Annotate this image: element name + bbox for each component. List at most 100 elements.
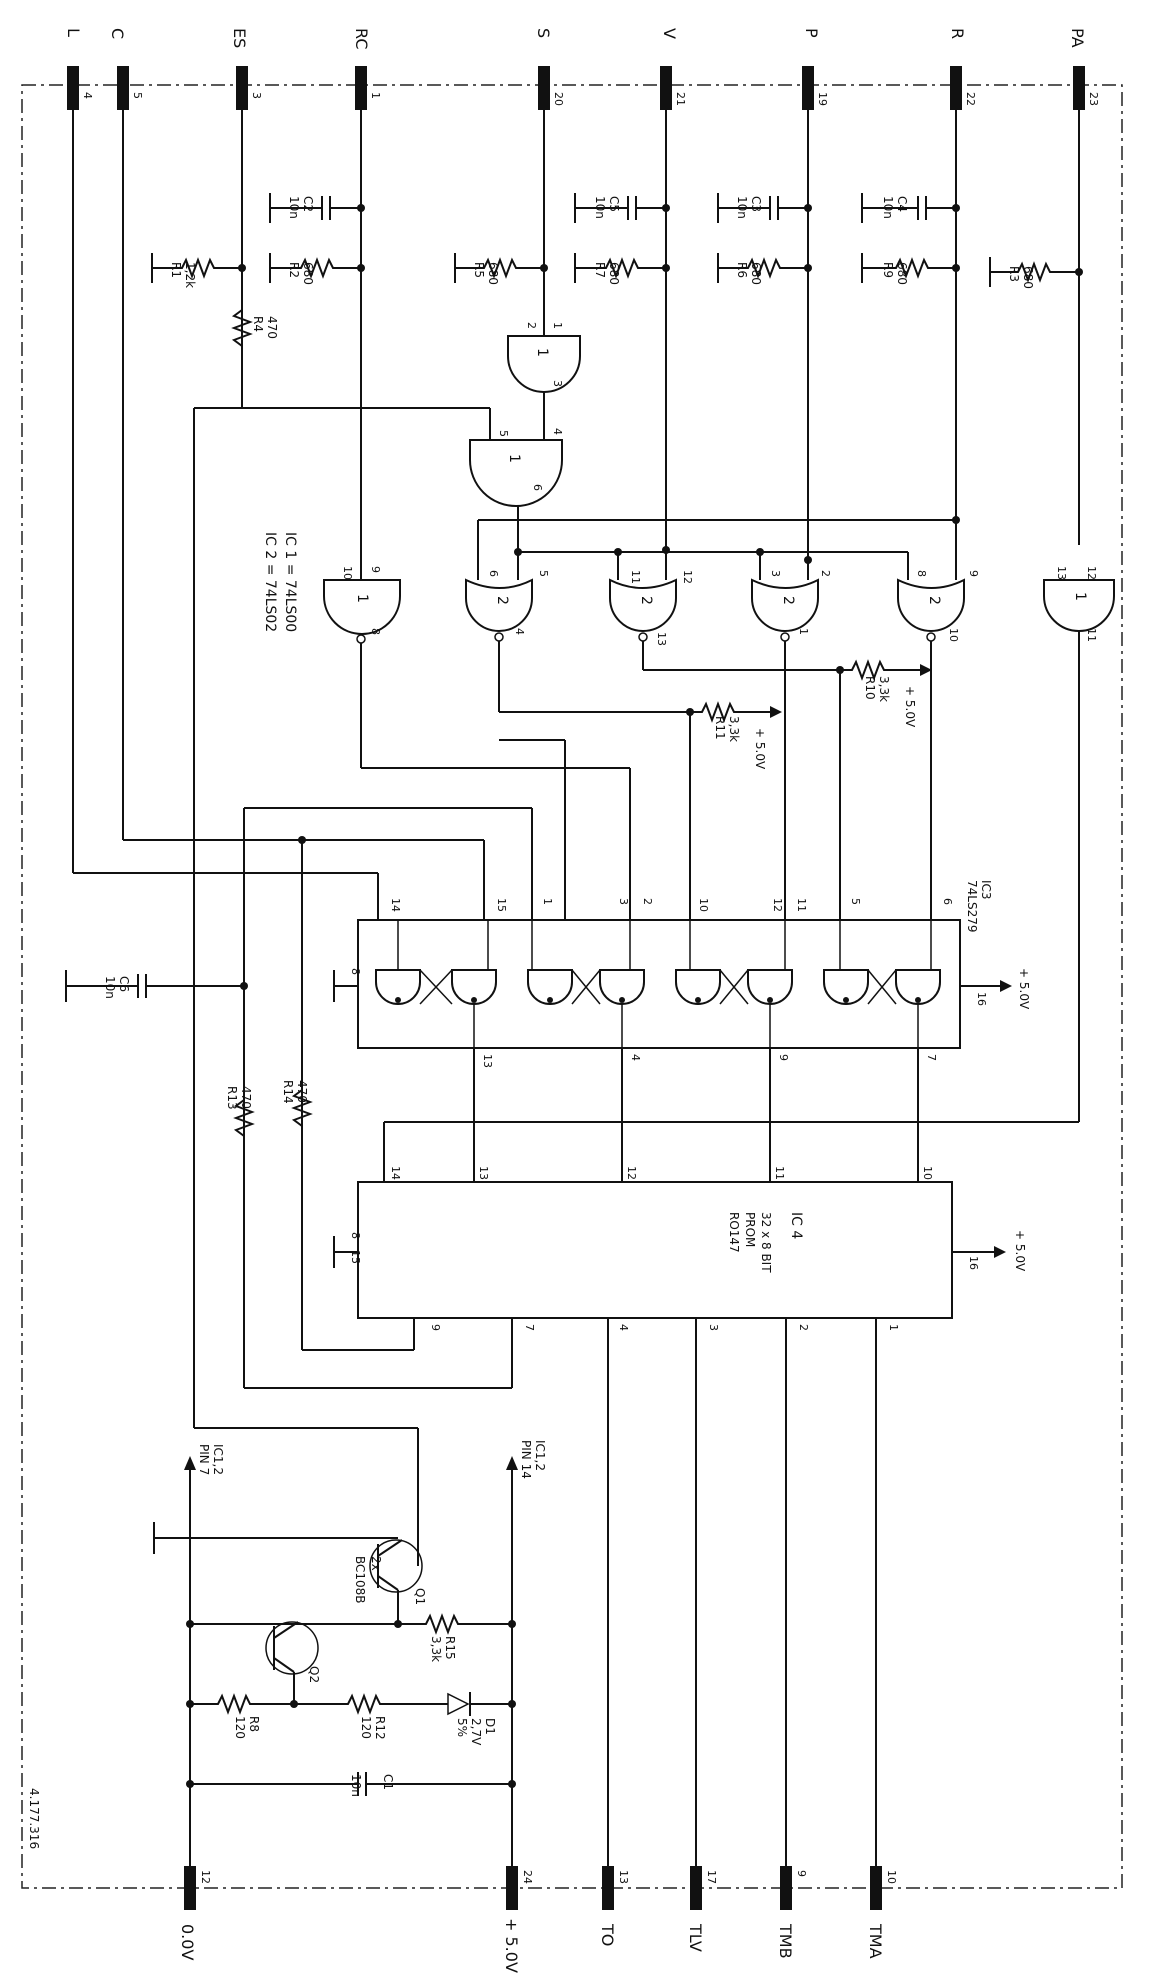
- pad-0V: [184, 1866, 196, 1910]
- ic12-pin7-label: IC1,2: [211, 1444, 225, 1475]
- c4-value: 10n: [881, 196, 895, 219]
- pin-number: 5: [497, 430, 510, 437]
- pin-number: 16: [967, 1256, 980, 1270]
- pin-number: 10: [697, 898, 710, 912]
- c5-ref: C5: [607, 196, 621, 212]
- ic12-pin14-label: IC1,2: [533, 1440, 547, 1471]
- r1-ref: R1: [169, 262, 183, 278]
- transistor-q2: [265, 1621, 319, 1675]
- pad-C: [117, 66, 129, 110]
- c2-value: 10n: [287, 196, 301, 219]
- signal-label-L: L: [64, 28, 83, 37]
- pin-number: 12: [681, 570, 694, 584]
- pin-number: 13: [617, 1870, 630, 1884]
- q1-ref: Q1: [413, 1588, 427, 1605]
- pin-number: 17: [705, 1870, 718, 1884]
- nor-gate-ic2d: [897, 578, 965, 632]
- pin-number: 24: [521, 1870, 534, 1884]
- nand-gate-ic1b: [469, 439, 563, 507]
- r12-value: 120: [359, 1716, 373, 1739]
- signal-label-PA: PA: [1068, 28, 1087, 48]
- pin-number: 23: [1087, 92, 1100, 106]
- signal-label-V: V: [660, 28, 679, 39]
- signal-label-RC: RC: [352, 28, 371, 50]
- nor-gate-ic2c: [751, 578, 819, 632]
- c4-ref: C4: [895, 196, 909, 212]
- c6-value: 10n: [103, 976, 117, 999]
- vcc-label: + 5.0V: [753, 728, 767, 770]
- pin-number: 5: [131, 92, 144, 99]
- signal-label-R: R: [948, 28, 967, 39]
- pin-number: 21: [674, 92, 687, 106]
- r5-ref: R5: [472, 262, 486, 278]
- pin-number: 2: [525, 322, 538, 329]
- ic1-note: IC 1 = 74LS00: [282, 532, 298, 632]
- pin-number: 3: [707, 1324, 720, 1331]
- signal-label-5V: + 5.0V: [502, 1918, 521, 1973]
- nand-gate-ic1c: [323, 579, 401, 635]
- pad-ES: [236, 66, 248, 110]
- pin-number: 3: [617, 898, 630, 905]
- ic4-ref: IC 4: [788, 1212, 804, 1239]
- pin-number: 8: [369, 628, 382, 635]
- pin-number: 2: [797, 1324, 810, 1331]
- pin-number: 4: [551, 428, 564, 435]
- r9-ref: R9: [881, 262, 895, 278]
- signal-label-TO: TO: [598, 1923, 617, 1946]
- nor-gate-ic2a: [465, 578, 533, 632]
- q2-ref: Q2: [307, 1666, 321, 1683]
- power-regulator: IC1,2 PIN 7 IC1,2 PIN 14 2x BC108B Q1 Q2…: [153, 1428, 547, 1870]
- pin-number: 2: [641, 898, 654, 905]
- pad-S: [538, 66, 550, 110]
- vcc-label: + 5.0V: [903, 686, 917, 728]
- pin-number: 11: [773, 1166, 786, 1180]
- pad-PA: [1073, 66, 1085, 110]
- signal-label-ES: ES: [230, 28, 249, 48]
- component-labels: 10n C2 R2 680 R1 1,2k R4 470 R5 680 10n …: [169, 196, 1035, 339]
- pullup-resistors: R11 3,3k + 5.0V R10 3,3k + 5.0V: [686, 659, 932, 920]
- c5-value: 10n: [593, 196, 607, 219]
- gate-number: 1: [1072, 592, 1088, 601]
- pin-number: 3: [551, 380, 564, 387]
- gate-number: 1: [534, 348, 550, 357]
- ic12-pin14-label-2: PIN 14: [519, 1440, 533, 1479]
- r12-ref: R12: [373, 1716, 387, 1740]
- signal-label-TMB: TMB: [776, 1923, 795, 1959]
- nor-gate-ic2b: [609, 578, 677, 632]
- pin-number: 1: [551, 322, 564, 329]
- zener-diode-d1: [447, 1692, 470, 1716]
- pin-number: 13: [481, 1054, 494, 1068]
- ic4-prom: IC 4 32 x 8 BIT PROM RO147 14 13 12 11 1…: [333, 1166, 1027, 1868]
- c2-ref: C2: [301, 196, 315, 212]
- pin-number: 1: [887, 1324, 900, 1331]
- vcc-label: + 5.0V: [1013, 1230, 1027, 1272]
- r1-value: 1,2k: [183, 262, 197, 288]
- pin-number: 4: [617, 1324, 630, 1331]
- pin-number: 8: [349, 1232, 362, 1239]
- signal-label-P: P: [802, 28, 821, 38]
- r11-value: 3,3k: [727, 716, 741, 742]
- c6-ref: C6: [117, 976, 131, 992]
- pin-number: 10: [921, 1166, 934, 1180]
- pin-number: 11: [795, 898, 808, 912]
- signal-label-S: S: [534, 28, 553, 38]
- pin-number: 9: [369, 566, 382, 573]
- pin-number: 8: [349, 968, 362, 975]
- ic4-type: PROM: [743, 1212, 757, 1247]
- r8-value: 120: [233, 1716, 247, 1739]
- ic12-pin7-label-2: PIN 7: [197, 1444, 211, 1475]
- r13-ref: R13: [225, 1086, 239, 1110]
- pad-TMB: [780, 1866, 792, 1910]
- pin-number: 4: [629, 1054, 642, 1061]
- pad-TO: [602, 1866, 614, 1910]
- r6-ref: R6: [735, 262, 749, 278]
- pin-number: 9: [795, 1870, 808, 1877]
- r11-ref: R11: [713, 716, 727, 740]
- pin-number: 15: [349, 1250, 362, 1264]
- pin-number: 9: [777, 1054, 790, 1061]
- pin-number: 10: [947, 628, 960, 642]
- gate-number: 1: [506, 454, 522, 463]
- ic2-note: IC 2 = 74LS02: [262, 532, 278, 632]
- signal-label-TLV: TLV: [686, 1923, 705, 1952]
- board-outline: [21, 84, 1123, 1889]
